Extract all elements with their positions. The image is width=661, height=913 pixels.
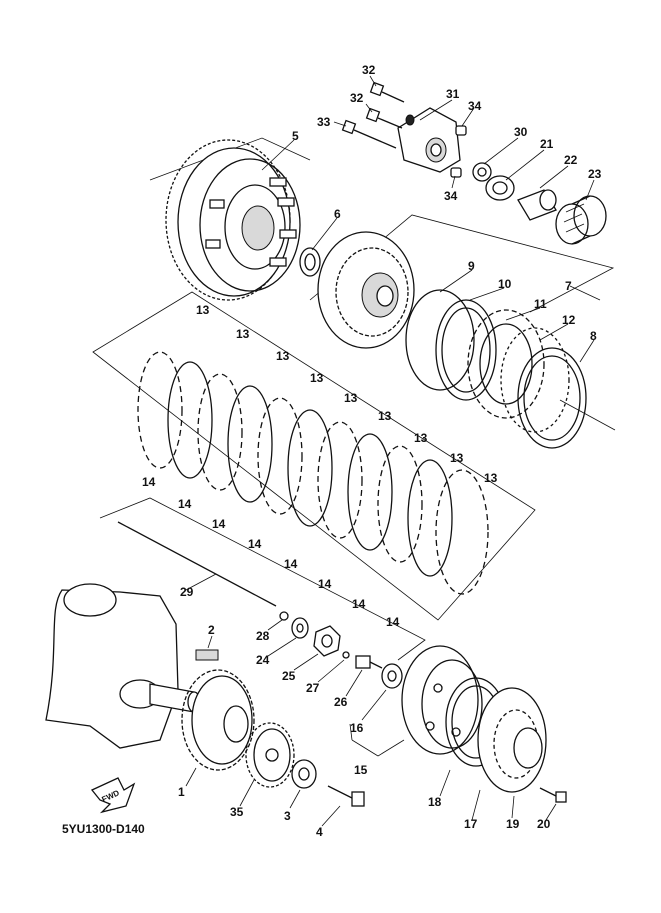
callout-23: 23	[588, 167, 602, 181]
callout-31: 31	[446, 87, 460, 101]
callout-7: 7	[565, 279, 572, 293]
callout-9: 9	[468, 259, 475, 273]
crankcase	[45, 583, 201, 749]
callout-12: 12	[562, 313, 576, 327]
fwd-arrow: FWD	[90, 777, 136, 814]
callout-1: 1	[178, 785, 185, 799]
callout-21: 21	[540, 137, 554, 151]
fasteners-center	[291, 617, 403, 689]
callout-29: 29	[180, 585, 194, 599]
callout-14: 14	[178, 497, 192, 511]
callout-13: 13	[310, 371, 324, 385]
leader-lines	[185, 75, 601, 827]
clutch-boss	[299, 231, 415, 349]
callout-14: 14	[386, 615, 400, 629]
callout-17: 17	[464, 817, 478, 831]
plates-group-7	[405, 289, 587, 449]
callout-6: 6	[334, 207, 341, 221]
callout-14: 14	[248, 537, 262, 551]
callout-34a: 34	[468, 99, 482, 113]
callout-14: 14	[212, 517, 226, 531]
callout-3: 3	[284, 809, 291, 823]
callout-14: 14	[284, 557, 298, 571]
friction-plates	[137, 351, 489, 595]
diagram-code: 5YU1300-D140	[62, 822, 145, 836]
callout-15: 15	[354, 763, 368, 777]
callout-26: 26	[334, 695, 348, 709]
callout-4: 4	[316, 825, 323, 839]
callout-13: 13	[414, 431, 428, 445]
callout-13: 13	[450, 451, 464, 465]
callout-13: 13	[344, 391, 358, 405]
callout-14: 14	[318, 577, 332, 591]
callout-14: 14	[142, 475, 156, 489]
callout-11: 11	[534, 297, 547, 311]
callout-13: 13	[196, 303, 210, 317]
callout-14: 14	[352, 597, 366, 611]
callout-16: 16	[350, 721, 364, 735]
callout-22: 22	[564, 153, 578, 167]
callout-19: 19	[506, 817, 520, 831]
callout-13: 13	[378, 409, 392, 423]
callout-13: 13	[236, 327, 250, 341]
callout-30: 30	[514, 125, 528, 139]
callout-13: 13	[276, 349, 290, 363]
callout-8: 8	[590, 329, 597, 343]
clutch-housing	[165, 139, 301, 301]
bolt-washer	[291, 759, 365, 807]
callout-27: 27	[306, 681, 320, 695]
callout-2: 2	[208, 623, 215, 637]
callout-5: 5	[292, 129, 299, 143]
push-rod	[117, 521, 289, 621]
callout-34b: 34	[444, 189, 458, 203]
callout-18: 18	[428, 795, 442, 809]
pressure-plate-group	[401, 645, 567, 803]
callout-32b: 32	[350, 91, 364, 105]
callout-35: 35	[230, 805, 244, 819]
callout-32a: 32	[362, 63, 376, 77]
callout-13: 13	[484, 471, 498, 485]
callout-28: 28	[256, 629, 270, 643]
callout-25: 25	[282, 669, 296, 683]
callout-10: 10	[498, 277, 512, 291]
callout-24: 24	[256, 653, 270, 667]
callout-20: 20	[537, 817, 551, 831]
callout-33: 33	[317, 115, 331, 129]
gears	[181, 649, 295, 788]
callout-labels: 32 32 33 31 34 34 30 21 22 23 5 6 9 10 7…	[142, 63, 602, 839]
bracket-assembly	[341, 81, 607, 245]
